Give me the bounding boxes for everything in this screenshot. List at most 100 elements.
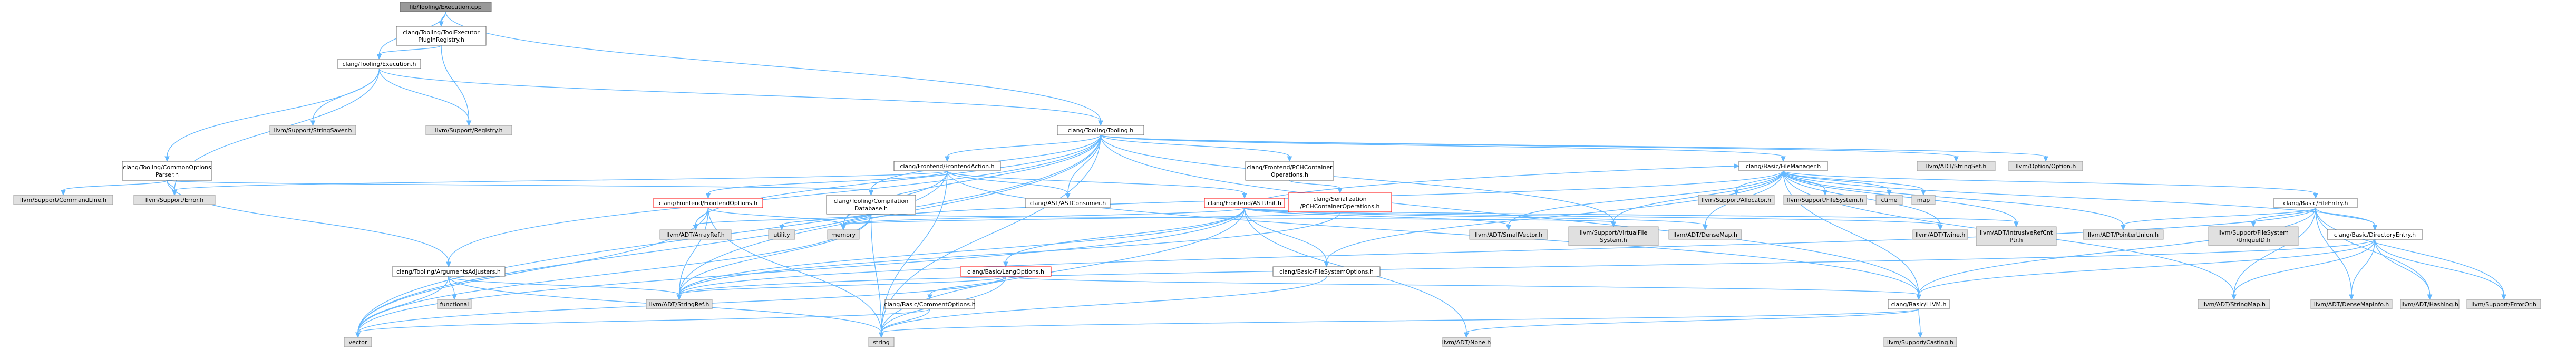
node-box [960,266,1052,277]
header-node[interactable]: llvm/ADT/DenseMapInfo.h [2310,299,2393,309]
header-node[interactable]: llvm/Support/Allocator.h [1698,195,1775,205]
header-node[interactable]: llvm/Option/Option.h [2008,161,2083,171]
include-edge [693,214,872,231]
node-box [1976,226,2057,246]
edge-arrowhead [945,156,950,162]
edge-line [441,45,470,121]
edge-line [2315,207,2376,226]
header-node[interactable]: clang/Tooling/Tooling.h [1057,125,1144,135]
header-node[interactable]: clang/Tooling/ToolExecutorPluginRegistry… [396,26,487,46]
header-node[interactable]: llvm/ADT/StringMap.h [2198,299,2270,309]
node-label: llvm/Support/VirtualFile [1580,229,1648,236]
header-node[interactable]: llvm/ADT/StringSet.h [1917,161,1996,171]
header-node[interactable]: vector [344,337,372,347]
edge-line [1244,207,1706,226]
node-box [425,125,512,135]
edge-arrowhead [879,332,884,338]
edge-line [1289,180,1340,189]
node-label: System.h [1600,237,1627,244]
node-label: vector [349,339,367,346]
edge-line [881,276,1327,333]
include-edge [693,134,1101,231]
header-node[interactable]: llvm/Support/CommandLine.h [13,195,113,205]
header-node[interactable]: clang/Frontend/FrontendOptions.h [653,198,763,208]
edge-arrowhead [355,332,361,338]
header-node[interactable]: llvm/Support/Registry.h [425,125,512,135]
edge-line [1067,134,1101,194]
edge-line [947,170,1919,295]
node-label: clang/Tooling/ArgumentsAdjusters.h [396,268,501,275]
header-node[interactable]: utility [768,229,795,240]
header-node[interactable]: clang/Basic/LLVM.h [1888,299,1950,309]
header-node[interactable]: llvm/ADT/StringRef.h [646,299,713,309]
header-node[interactable]: llvm/Support/StringSaver.h [269,125,356,135]
include-edge [2315,207,2506,300]
header-node[interactable]: clang/Frontend/PCHContainerOperations.h [1245,161,1334,181]
header-node[interactable]: llvm/ADT/ArrayRef.h [659,229,732,240]
edge-arrowhead [927,294,932,300]
edge-line [167,68,380,157]
header-node[interactable]: llvm/ADT/SmallVector.h [1469,229,1548,240]
header-node[interactable]: llvm/ADT/None.h [1442,337,1491,347]
header-node[interactable]: llvm/ADT/Twine.h [1912,229,1968,240]
header-node[interactable]: clang/AST/ASTConsumer.h [1025,198,1111,208]
header-node[interactable]: clang/Basic/DirectoryEntry.h [2327,229,2423,240]
edge-line [695,207,709,226]
node-box [1057,125,1144,135]
header-node[interactable]: clang/Tooling/ArgumentsAdjusters.h [392,266,506,277]
node-box [269,125,356,135]
node-box [884,299,975,309]
edge-line [1783,170,2124,226]
header-node[interactable]: llvm/Support/FileSystem/UniqueID.h [2208,226,2299,246]
include-edge [2374,239,2433,300]
edge-line [678,239,2376,295]
header-node[interactable]: memory [827,229,860,240]
header-node[interactable]: llvm/Support/Casting.h [1883,337,1957,347]
include-edge [446,134,1101,268]
node-label: string [873,339,890,346]
root-file-node[interactable]: lib/Tooling/Execution.cpp [400,2,492,12]
header-node[interactable]: clang/Basic/FileManager.h [1738,161,1828,171]
header-node[interactable]: llvm/ADT/DenseMap.h [1668,229,1742,240]
node-label: PluginRegistry.h [418,36,464,43]
node-box [868,337,895,347]
header-node[interactable]: llvm/ADT/Hashing.h [2400,299,2460,309]
header-node[interactable]: clang/Tooling/Execution.h [337,59,421,69]
node-box [1469,229,1548,240]
edge-line [357,308,930,333]
header-node[interactable]: clang/Basic/FileSystemOptions.h [1272,266,1381,277]
header-node[interactable]: clang/Basic/FileEntry.h [2273,198,2358,208]
include-edge [164,68,380,162]
header-node[interactable]: llvm/ADT/PointerUnion.h [2083,229,2164,240]
header-node[interactable]: clang/Serialization/PCHContainerOperatio… [1288,192,1392,212]
header-node[interactable]: llvm/Support/ErrorOr.h [2466,299,2541,309]
edge-line [2315,207,2504,295]
edge-arrowhead [446,261,451,268]
header-node[interactable]: clang/Frontend/FrontendAction.h [893,161,1001,171]
header-node[interactable]: clang/Basic/CommentOptions.h [884,299,976,309]
include-edge [61,180,168,196]
edge-arrowhead [1287,156,1292,162]
header-node[interactable]: map [1911,195,1936,205]
header-node[interactable]: ctime [1875,195,1903,205]
header-node[interactable]: functional [437,299,472,309]
header-node[interactable]: string [868,337,895,347]
node-box [1888,299,1950,309]
node-box [2273,198,2358,208]
include-edge [927,276,1006,300]
node-label: clang/Basic/CommentOptions.h [884,301,975,308]
header-node[interactable]: llvm/Support/Error.h [133,195,216,205]
edge-arrowhead [2251,221,2256,228]
node-label: llvm/Support/CommandLine.h [20,197,106,203]
node-box [1025,198,1111,208]
header-node[interactable]: clang/Basic/LangOptions.h [960,266,1052,277]
edge-line [781,214,872,226]
node-box [1698,195,1775,205]
node-box [1875,195,1903,205]
header-node[interactable]: clang/Frontend/ASTUnit.h [1204,198,1285,208]
header-node[interactable]: llvm/Support/FileSystem.h [1783,195,1867,205]
